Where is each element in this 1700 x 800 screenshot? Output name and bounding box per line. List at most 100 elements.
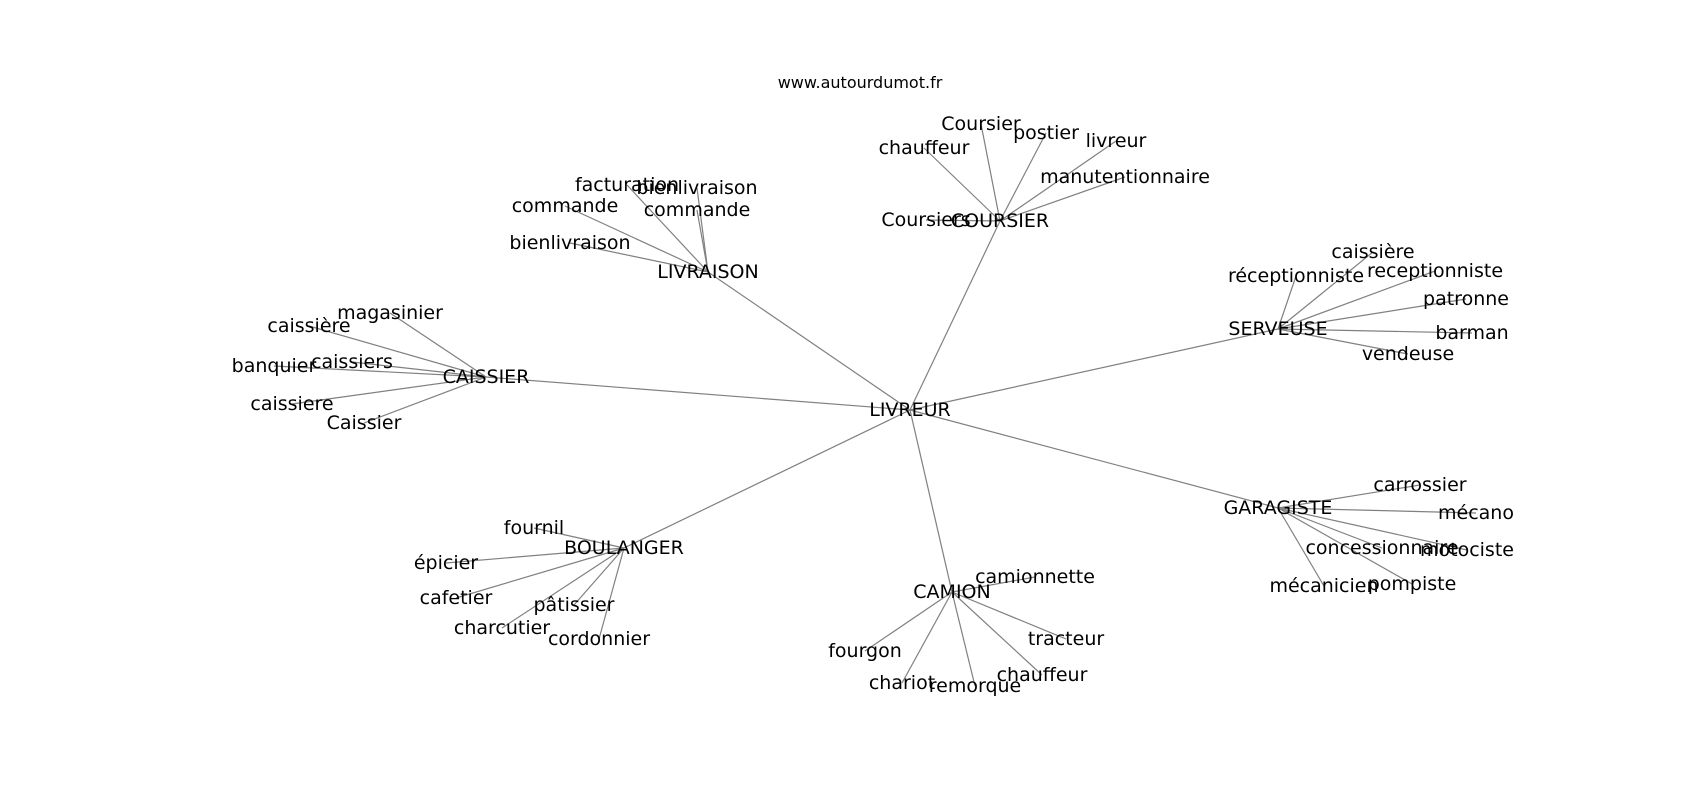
leaf-node-boulanger: pâtissier bbox=[533, 594, 614, 616]
edge-serveuse-leaf bbox=[1277, 328, 1473, 334]
edge-garagiste-leaf bbox=[1277, 507, 1477, 514]
edge-caissier-leaf bbox=[363, 376, 487, 424]
edge-coursier-leaf bbox=[980, 123, 1001, 222]
leaf-node-garagiste: motociste bbox=[1420, 539, 1514, 561]
leaf-node-garagiste: mécanicien bbox=[1269, 575, 1378, 597]
leaf-node-coursier: livreur bbox=[1086, 130, 1147, 152]
edge-serveuse-leaf bbox=[1277, 251, 1374, 330]
leaf-node-caissier: Caissier bbox=[327, 412, 402, 434]
edge-root-serveuse bbox=[909, 328, 1279, 411]
edge-garagiste-leaf bbox=[1277, 507, 1468, 551]
leaf-node-camion: camionnette bbox=[975, 566, 1095, 588]
leaf-node-serveuse: barman bbox=[1435, 322, 1508, 344]
leaf-node-garagiste: carrossier bbox=[1373, 474, 1466, 496]
leaf-node-boulanger: épicier bbox=[414, 552, 478, 574]
leaf-node-camion: fourgon bbox=[828, 640, 902, 662]
leaf-node-coursier: Coursier bbox=[941, 113, 1021, 135]
leaf-node-coursier: manutentionnaire bbox=[1040, 166, 1210, 188]
edge-camion-leaf bbox=[864, 591, 953, 652]
edge-caissier-leaf bbox=[389, 312, 487, 378]
edge-garagiste-leaf bbox=[1277, 507, 1413, 585]
leaf-node-garagiste: mécano bbox=[1438, 502, 1514, 524]
leaf-node-boulanger: cafetier bbox=[420, 587, 493, 609]
edge-livraison-leaf bbox=[569, 242, 709, 273]
leaf-node-garagiste: concessionnaire bbox=[1305, 537, 1458, 559]
leaf-node-coursier: postier bbox=[1013, 122, 1079, 144]
edge-livraison-leaf bbox=[564, 205, 709, 273]
leaf-node-caissier: banquier bbox=[232, 355, 317, 377]
edge-coursier-leaf bbox=[925, 219, 1001, 222]
edge-boulanger-leaf bbox=[455, 547, 625, 599]
leaf-node-livraison: bienlivraison bbox=[636, 177, 757, 199]
edge-root-camion bbox=[909, 409, 953, 593]
edge-camion-leaf bbox=[951, 591, 1043, 676]
leaf-node-serveuse: caissière bbox=[1331, 241, 1414, 263]
edge-camion-leaf bbox=[951, 591, 976, 687]
leaf-node-boulanger: fournil bbox=[504, 517, 564, 539]
edge-camion-leaf bbox=[951, 591, 1067, 640]
edge-caissier-leaf bbox=[308, 325, 487, 378]
edge-serveuse-leaf bbox=[1277, 298, 1467, 330]
edge-livraison-leaf bbox=[696, 187, 709, 273]
leaf-node-livraison: bienlivraison bbox=[509, 232, 630, 254]
leaf-node-serveuse: patronne bbox=[1423, 288, 1509, 310]
edge-garagiste-leaf bbox=[1277, 484, 1421, 509]
edge-coursier-leaf bbox=[999, 176, 1126, 222]
edge-coursier-leaf bbox=[923, 147, 1001, 222]
edge-serveuse-leaf bbox=[1277, 328, 1409, 355]
edge-root-livraison bbox=[707, 271, 911, 411]
leaf-node-caissier: caissiere bbox=[250, 393, 333, 415]
edge-root-coursier bbox=[909, 220, 1001, 411]
hub-node-serveuse: SERVEUSE bbox=[1228, 318, 1327, 340]
edge-boulanger-leaf bbox=[598, 547, 625, 640]
hub-node-camion: CAMION bbox=[913, 581, 990, 603]
edge-boulanger-leaf bbox=[573, 547, 625, 606]
leaf-node-garagiste: pompiste bbox=[1368, 573, 1457, 595]
leaf-node-serveuse: réceptionniste bbox=[1228, 265, 1364, 287]
leaf-node-camion: remorque bbox=[929, 675, 1022, 697]
leaf-node-livraison: commande bbox=[512, 195, 619, 217]
hub-node-boulanger: BOULANGER bbox=[564, 537, 684, 559]
hub-node-coursier: COURSIER bbox=[951, 210, 1049, 232]
edge-camion-leaf bbox=[901, 591, 953, 684]
leaf-node-boulanger: charcutier bbox=[454, 617, 550, 639]
leaf-node-camion: chariot bbox=[869, 672, 935, 694]
leaf-node-caissier: caissiers bbox=[311, 351, 393, 373]
leaf-node-camion: tracteur bbox=[1028, 628, 1105, 650]
leaf-node-caissier: magasinier bbox=[337, 302, 443, 324]
edge-root-caissier bbox=[485, 376, 911, 411]
edge-camion-leaf bbox=[951, 576, 1036, 593]
edge-boulanger-leaf bbox=[445, 547, 625, 564]
edge-coursier-leaf bbox=[999, 140, 1117, 222]
edges-layer bbox=[273, 123, 1477, 687]
edge-garagiste-leaf bbox=[1277, 507, 1325, 587]
hub-node-livraison: LIVRAISON bbox=[657, 261, 758, 283]
edge-root-boulanger bbox=[623, 409, 911, 549]
edge-serveuse-leaf bbox=[1277, 275, 1297, 330]
edge-caissier-leaf bbox=[291, 376, 487, 405]
edge-caissier-leaf bbox=[273, 365, 487, 378]
hub-node-garagiste: GARAGISTE bbox=[1224, 497, 1333, 519]
leaf-node-caissier: caissière bbox=[267, 315, 350, 337]
watermark: www.autourdumot.fr bbox=[778, 73, 943, 92]
leaf-node-coursier: Coursiers bbox=[881, 209, 970, 231]
leaf-node-boulanger: cordonnier bbox=[548, 628, 650, 650]
hub-node-caissier: CAISSIER bbox=[443, 366, 530, 388]
edge-livraison-leaf bbox=[696, 209, 709, 273]
edge-livraison-leaf bbox=[626, 184, 709, 273]
leaf-node-serveuse: vendeuse bbox=[1362, 343, 1454, 365]
leaf-node-livraison: commande bbox=[644, 199, 751, 221]
leaf-node-camion: chauffeur bbox=[997, 664, 1088, 686]
leaf-node-livraison: facturation bbox=[575, 174, 679, 196]
edge-serveuse-leaf bbox=[1277, 270, 1436, 330]
edge-root-garagiste bbox=[909, 409, 1279, 509]
edge-boulanger-leaf bbox=[533, 527, 625, 549]
leaf-node-coursier: chauffeur bbox=[879, 137, 970, 159]
root-node: LIVREUR bbox=[869, 399, 951, 421]
edge-caissier-leaf bbox=[351, 361, 487, 378]
edge-coursier-leaf bbox=[999, 132, 1047, 222]
edge-garagiste-leaf bbox=[1277, 507, 1383, 549]
leaf-node-serveuse: receptionniste bbox=[1367, 260, 1503, 282]
edge-boulanger-leaf bbox=[501, 547, 625, 629]
